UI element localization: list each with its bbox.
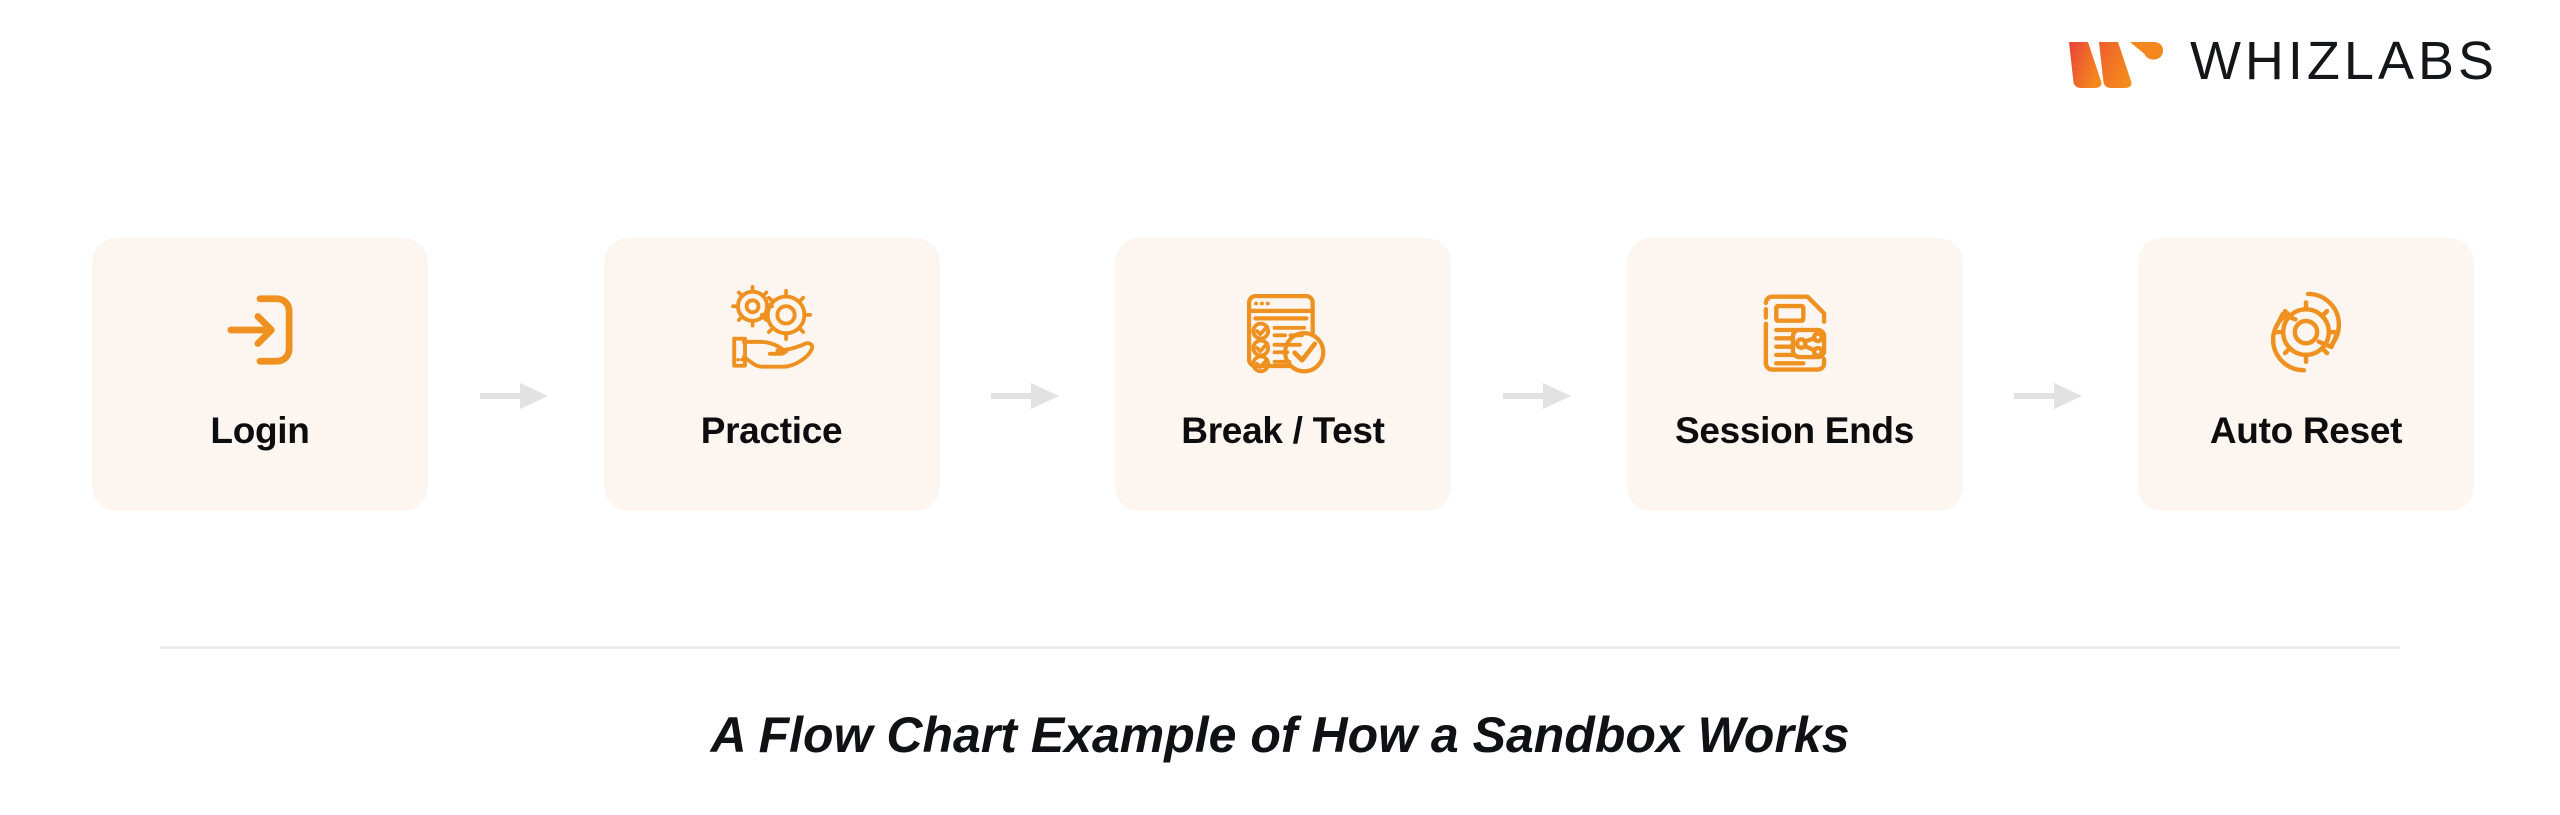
flow-connector-3 <box>1497 374 1581 418</box>
whizlabs-wordmark: WHIZLABS <box>2189 31 2498 91</box>
flow-step-login[interactable]: Login <box>92 238 428 511</box>
flow-step-auto-reset[interactable]: Auto Reset <box>2138 238 2474 511</box>
flow-connector-4 <box>2008 374 2092 418</box>
flow-step-label: Login <box>210 410 310 451</box>
document-share-icon <box>1737 272 1853 388</box>
flow-step-break-test[interactable]: Break / Test <box>1115 238 1451 511</box>
flow-step-practice[interactable]: Practice <box>603 238 940 511</box>
flow-steps-row: Login <box>92 237 2474 512</box>
flow-connector-2 <box>985 374 1069 418</box>
hand-gears-icon <box>714 272 830 388</box>
checklist-approved-icon <box>1225 272 1341 388</box>
flow-step-label: Break / Test <box>1181 410 1385 451</box>
flow-step-label: Session Ends <box>1674 410 1915 451</box>
whizlabs-w-mark-icon <box>2068 33 2164 89</box>
figure-caption: A Flow Chart Example of How a Sandbox Wo… <box>710 707 1850 763</box>
flow-connector-1 <box>474 374 558 418</box>
flow-step-session-ends[interactable]: Session Ends <box>1626 238 1963 511</box>
flow-step-label: Practice <box>700 410 843 451</box>
gear-refresh-icon <box>2248 272 2364 388</box>
flow-step-label: Auto Reset <box>2209 410 2403 451</box>
section-divider <box>160 646 2400 649</box>
whizlabs-logo: WHIZLABS <box>2068 28 2498 94</box>
login-arrow-icon <box>202 272 318 388</box>
